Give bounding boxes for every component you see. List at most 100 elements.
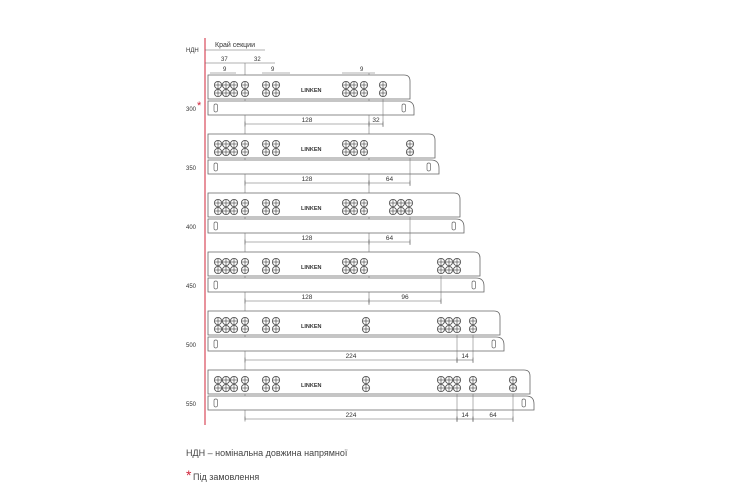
rail-upper-body (207, 74, 411, 100)
mounting-hole-left (213, 206, 223, 216)
mounting-hole-left (240, 316, 250, 326)
rail-lower-body (207, 159, 440, 175)
mounting-hole-right (349, 80, 359, 90)
mounting-hole-mid (271, 265, 281, 275)
mounting-hole-left (240, 265, 250, 275)
rail-lower-body (207, 395, 535, 411)
rail-lower-body (207, 336, 505, 352)
rail-length-label: 500 (186, 343, 197, 349)
mounting-hole-mid (271, 80, 281, 90)
mounting-hole-right (349, 257, 359, 267)
mounting-hole-mid (271, 375, 281, 385)
mounting-hole-extra (436, 375, 446, 385)
mounting-hole-mid (261, 139, 271, 149)
top-dim-9-mid: 9 (271, 67, 275, 73)
mounting-hole-extra (452, 324, 462, 334)
rail-slot-right (426, 162, 431, 172)
mounting-hole-extra (444, 375, 454, 385)
mounting-hole-left (240, 257, 250, 267)
mounting-hole-left (221, 265, 231, 275)
mounting-hole-extra (452, 383, 462, 393)
mounting-hole-right (361, 375, 371, 385)
mounting-hole-extra (388, 206, 398, 216)
rail-length-label: 400 (186, 225, 197, 231)
mounting-hole-mid (271, 324, 281, 334)
mounting-hole-mid (261, 257, 271, 267)
rail-row-300: 300*LINKEN (186, 74, 415, 127)
mounting-hole-extra (378, 88, 388, 98)
ndn-header-label: НДН (186, 48, 199, 54)
mounting-hole-left (229, 257, 239, 267)
top-dim-37: 37 (221, 57, 228, 63)
mounting-hole-left (240, 198, 250, 208)
dim-550-a-label: 224 (346, 412, 357, 419)
mounting-hole-mid (261, 80, 271, 90)
mounting-hole-right (349, 198, 359, 208)
mounting-hole-extra (405, 147, 415, 157)
rail-length-label: 350 (186, 166, 197, 172)
dim-550-c-label: 64 (489, 412, 497, 419)
order-footnote-text: Під замовлення (193, 472, 260, 482)
mounting-hole-left (229, 139, 239, 149)
rail-upper-body (207, 310, 501, 336)
rail-slot-left (213, 280, 218, 290)
rail-slot-left (213, 103, 218, 113)
top-dim-32: 32 (254, 57, 261, 63)
mounting-hole-extra (444, 316, 454, 326)
mounting-hole-extra (452, 265, 462, 275)
mounting-hole-right (361, 383, 371, 393)
top-dim-9-left: 9 (223, 67, 227, 73)
mounting-hole-extra (436, 316, 446, 326)
mounting-hole-left (221, 324, 231, 334)
rail-length-label: 450 (186, 284, 197, 290)
dim-450-b-label: 96 (401, 294, 409, 301)
mounting-hole-left (229, 206, 239, 216)
mounting-hole-left (221, 147, 231, 157)
dim-500-a-label: 224 (346, 353, 357, 360)
mounting-hole-left (229, 88, 239, 98)
mounting-hole-right (359, 265, 369, 275)
mounting-hole-mid (271, 316, 281, 326)
mounting-hole-left (229, 147, 239, 157)
mounting-hole-left (221, 206, 231, 216)
linken-logo: LINKEN (301, 206, 322, 212)
mounting-hole-left (229, 265, 239, 275)
mounting-hole-left (229, 375, 239, 385)
mounting-hole-right (359, 139, 369, 149)
mounting-hole-extra (436, 324, 446, 334)
mounting-hole-left (213, 257, 223, 267)
mounting-hole-left (240, 147, 250, 157)
mounting-hole-extra (468, 383, 478, 393)
dim-300-a-label: 128 (302, 117, 313, 124)
dim-550-b-label: 14 (461, 412, 469, 419)
mounting-hole-mid (261, 198, 271, 208)
mounting-hole-extra (436, 265, 446, 275)
mounting-hole-right (349, 139, 359, 149)
mounting-hole-right (349, 147, 359, 157)
mounting-hole-extra (468, 324, 478, 334)
mounting-hole-right (341, 147, 351, 157)
mounting-hole-mid (271, 139, 281, 149)
dim-350-a-label: 128 (302, 176, 313, 183)
mounting-hole-extra (468, 316, 478, 326)
mounting-hole-left (229, 316, 239, 326)
rail-slot-left (213, 339, 218, 349)
mounting-hole-left (213, 324, 223, 334)
rail-order-star: * (197, 100, 202, 112)
mounting-hole-extra (404, 198, 414, 208)
linken-logo: LINKEN (301, 383, 322, 389)
rail-slot-right (401, 103, 406, 113)
rail-slot-right (491, 339, 496, 349)
mounting-hole-mid (261, 316, 271, 326)
mounting-hole-left (229, 80, 239, 90)
mounting-hole-left (213, 88, 223, 98)
mounting-hole-left (213, 139, 223, 149)
mounting-hole-mid (261, 206, 271, 216)
mounting-hole-extra (452, 257, 462, 267)
mounting-hole-right (349, 88, 359, 98)
mounting-hole-mid (261, 265, 271, 275)
mounting-hole-left (221, 198, 231, 208)
mounting-hole-extra (396, 198, 406, 208)
mounting-hole-extra (468, 375, 478, 385)
